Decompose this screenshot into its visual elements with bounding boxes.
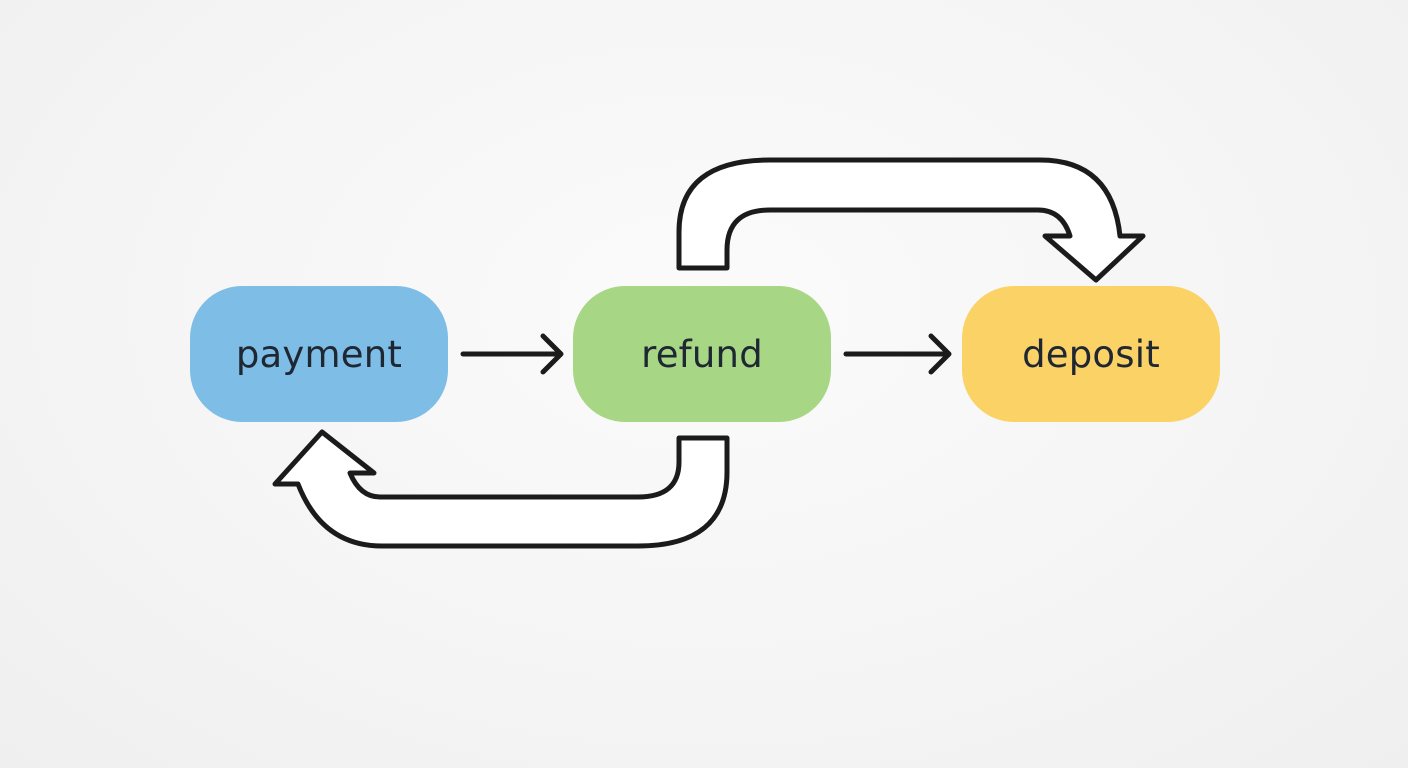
arrow-refund-to-deposit bbox=[843, 333, 952, 375]
node-deposit-label: deposit bbox=[1022, 332, 1160, 376]
curved-arrow-refund-to-payment bbox=[272, 429, 730, 549]
node-payment: payment bbox=[190, 286, 448, 422]
node-payment-label: payment bbox=[235, 332, 403, 376]
arrow-payment-to-refund bbox=[460, 333, 564, 375]
node-refund: refund bbox=[573, 286, 831, 422]
node-deposit: deposit bbox=[962, 286, 1220, 422]
curved-arrow-refund-to-deposit bbox=[676, 157, 1146, 283]
node-refund-label: refund bbox=[641, 332, 763, 376]
